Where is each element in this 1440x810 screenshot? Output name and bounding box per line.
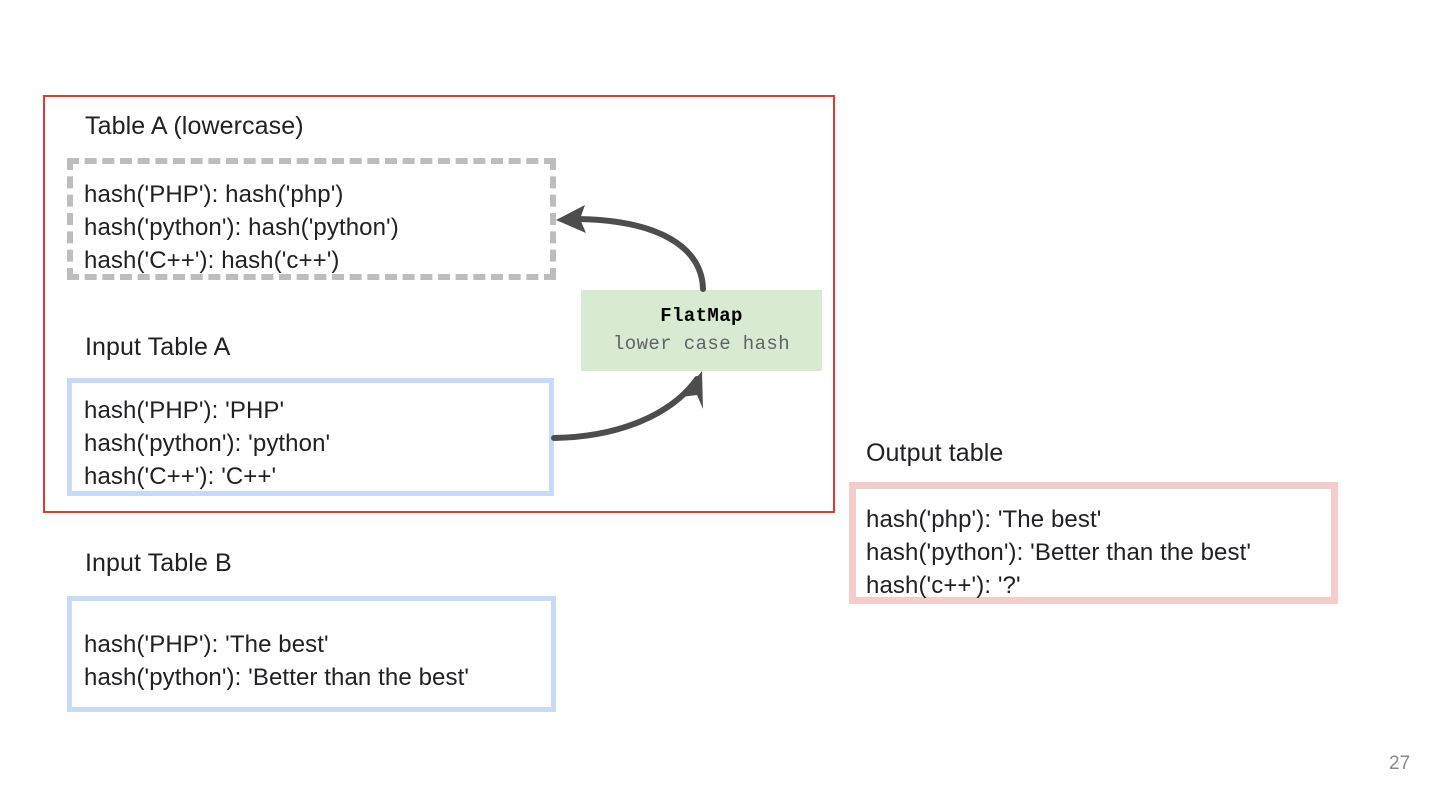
output-table-rows: hash('php'): 'The best' hash('python'): … — [866, 506, 1252, 599]
caption-output-table: Output table — [866, 439, 1004, 467]
table-a-lowercase-rows: hash('PHP'): hash('php') hash('python'):… — [84, 181, 399, 274]
flatmap-transform-node: FlatMap lower case hash — [581, 290, 822, 371]
flatmap-title: FlatMap — [660, 304, 743, 327]
table-a-lowercase-box: hash('PHP'): hash('php') hash('python'):… — [67, 158, 556, 280]
input-table-b-box: hash('PHP'): 'The best' hash('python'): … — [67, 596, 556, 712]
group-frame-table-a — [43, 95, 835, 513]
input-table-a-rows: hash('PHP'): 'PHP' hash('python'): 'pyth… — [84, 397, 331, 490]
output-table-box: hash('php'): 'The best' hash('python'): … — [849, 482, 1338, 604]
page-number: 27 — [1389, 753, 1411, 774]
caption-input-table-a: Input Table A — [85, 333, 231, 361]
caption-input-table-b: Input Table B — [85, 549, 232, 577]
caption-table-a-lowercase: Table A (lowercase) — [85, 112, 304, 140]
flatmap-subtitle: lower case hash — [612, 332, 791, 355]
input-table-b-rows: hash('PHP'): 'The best' hash('python'): … — [84, 631, 470, 691]
input-table-a-box: hash('PHP'): 'PHP' hash('python'): 'pyth… — [67, 378, 554, 496]
